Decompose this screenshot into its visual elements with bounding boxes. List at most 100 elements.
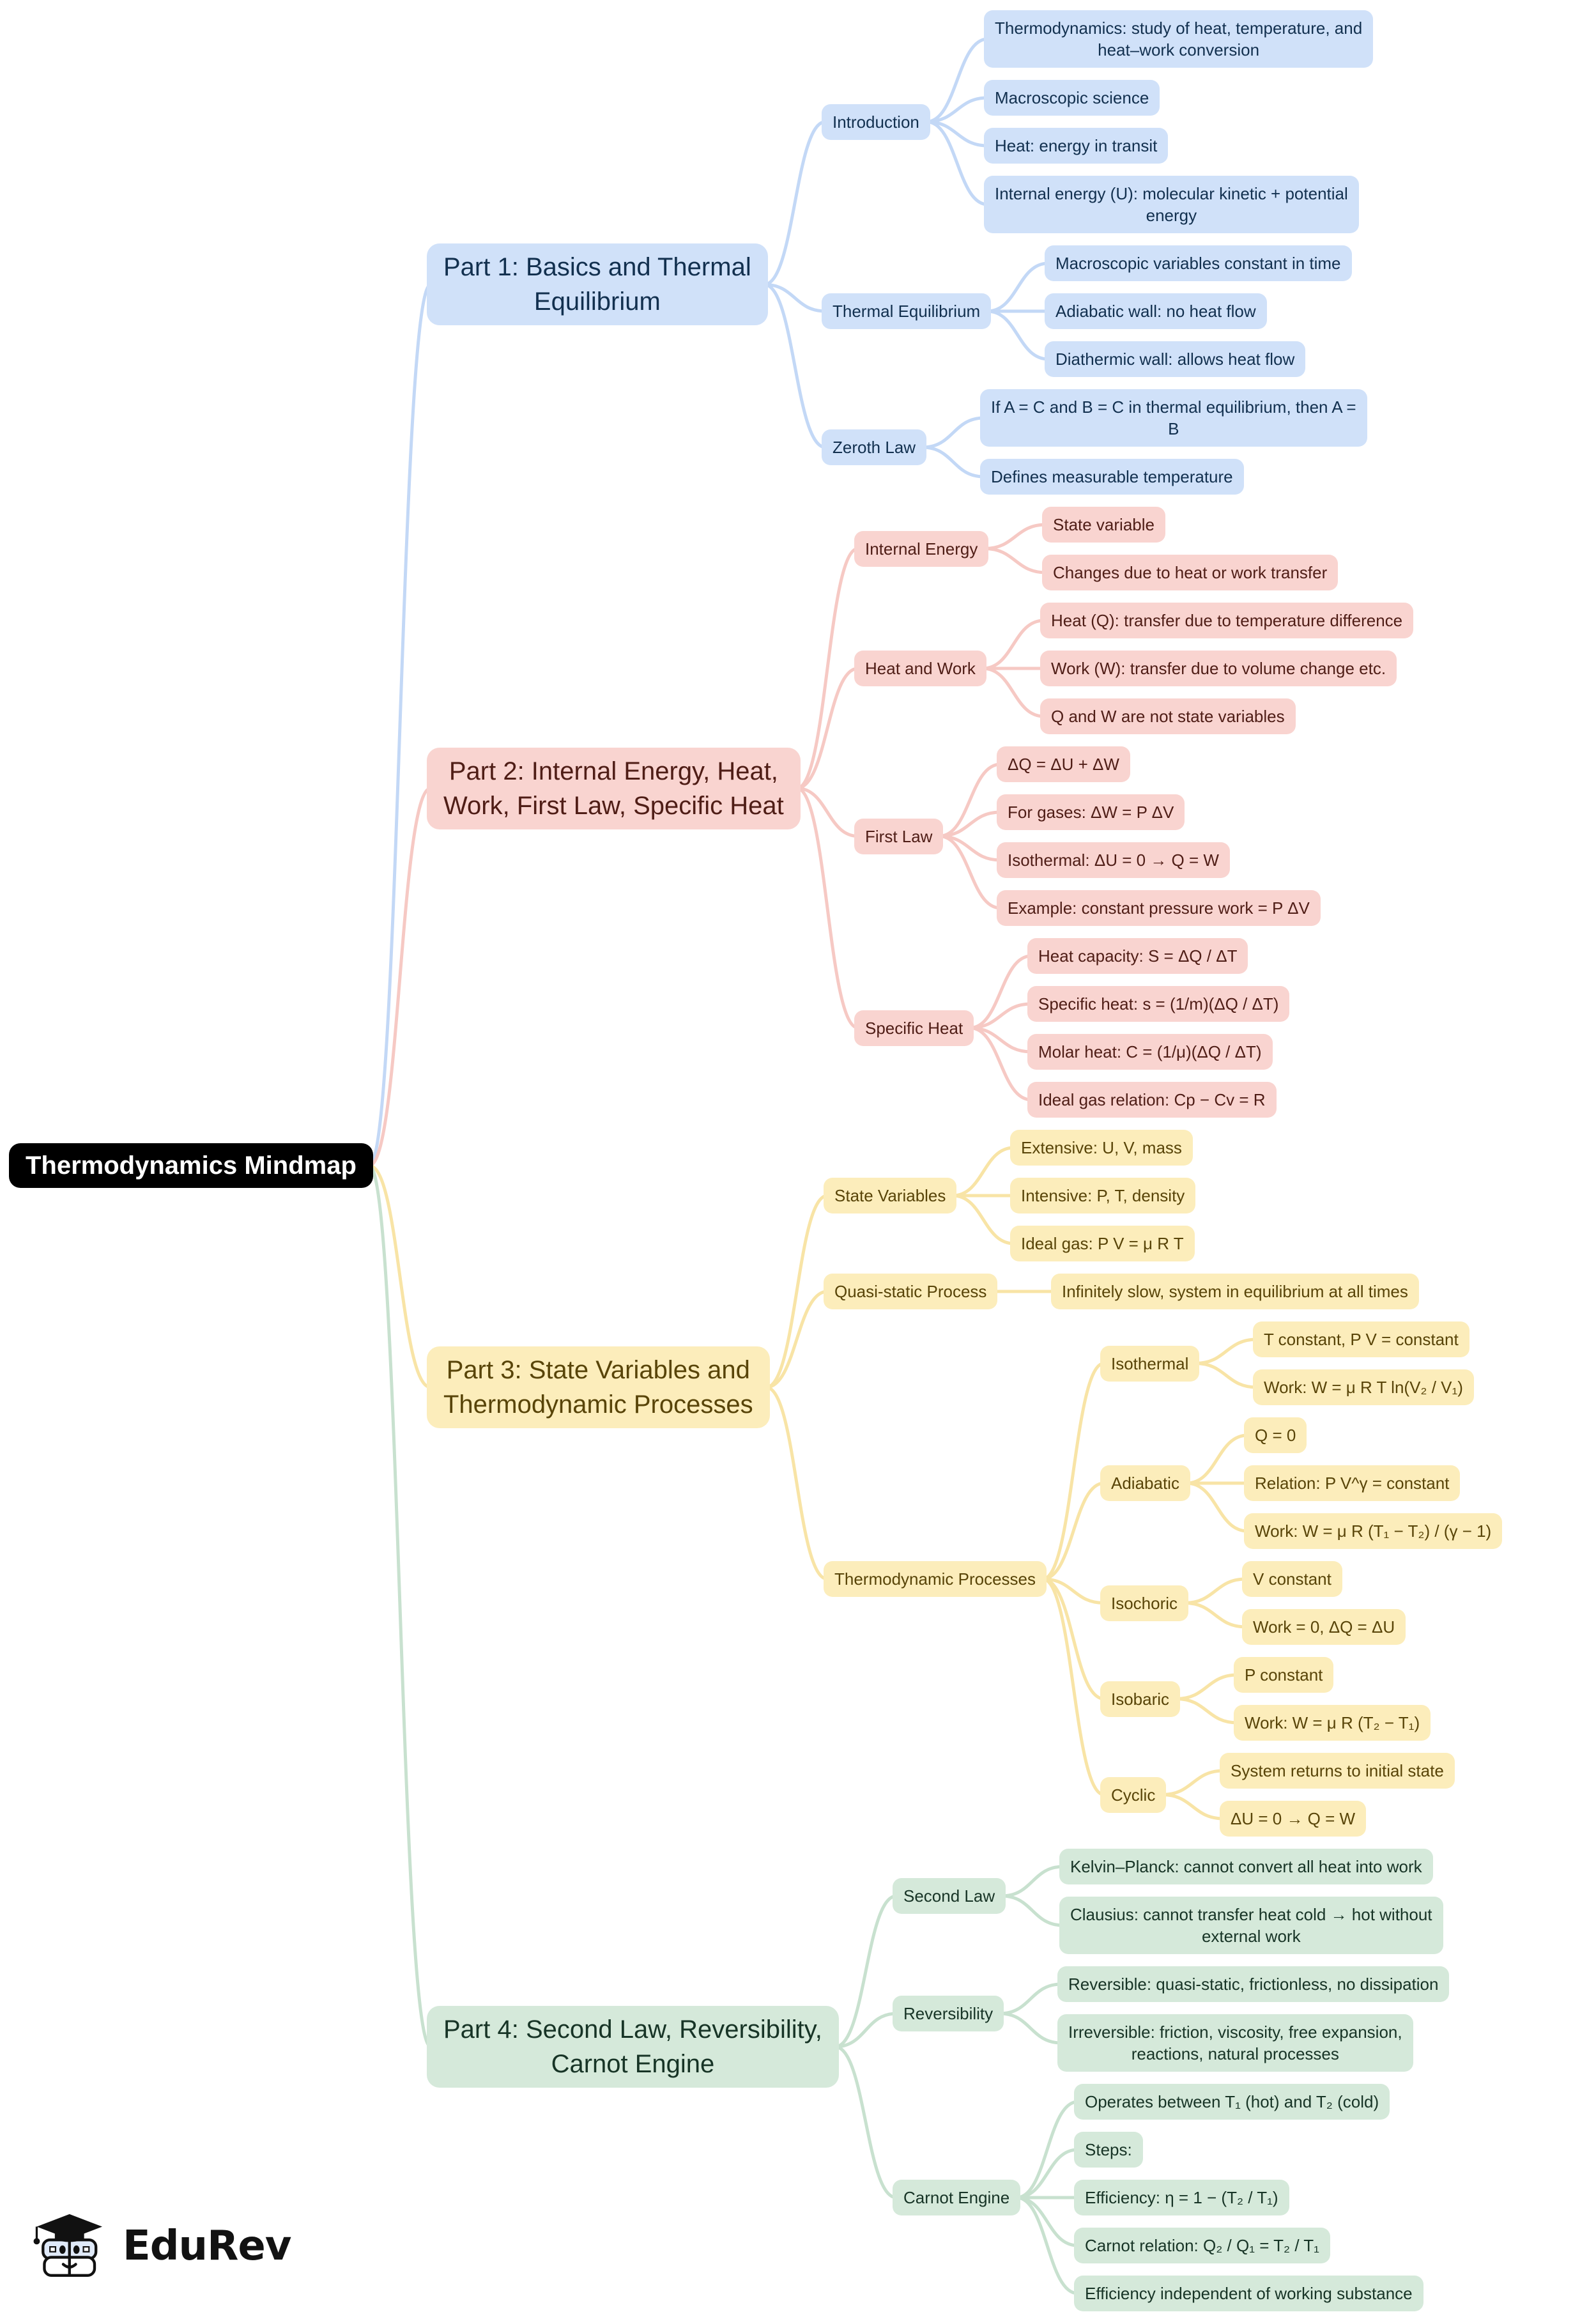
connector: [998, 1982, 1063, 2015]
node-heat-capacity-s-q-t: Heat capacity: S = ΔQ / ΔT: [1027, 938, 1248, 974]
node-for-gases-w-p-v: For gases: ΔW = P ΔV: [997, 794, 1185, 830]
node-work-w-transfer-due-to-volume-change-etc: Work (W): transfer due to volume change …: [1040, 651, 1397, 686]
connector: [795, 666, 860, 790]
node-u-0-q-w: ΔU = 0 → Q = W: [1220, 1801, 1367, 1837]
node-diathermic-wall-allows-heat-flow: Diathermic wall: allows heat flow: [1045, 341, 1306, 377]
node-internal-energy-u-molecular-kinetic-potential-en: Internal energy (U): molecular kinetic +…: [984, 176, 1359, 233]
node-work-w-r-t-t: Work: W = μ R (T₂ − T₁): [1234, 1705, 1431, 1741]
node-part-4-second-law-reversibility-carnot-engine: Part 4: Second Law, Reversibility, Carno…: [427, 2006, 839, 2088]
connector: [795, 787, 860, 838]
connector: [937, 835, 1002, 910]
node-second-law: Second Law: [893, 1878, 1006, 1914]
connector: [951, 1194, 1016, 1245]
node-part-1-basics-and-thermal-equilibrium: Part 1: Basics and Thermal Equilibrium: [427, 243, 768, 325]
connector: [1041, 1577, 1106, 1700]
node-q-0: Q = 0: [1244, 1417, 1307, 1453]
node-part-3-state-variables-and-thermodynamic-process: Part 3: State Variables and Thermodynami…: [427, 1346, 770, 1428]
node-if-a-c-and-b-c-in-thermal-equilibrium-then-a-b: If A = C and B = C in thermal equilibriu…: [980, 389, 1367, 447]
connector: [367, 787, 433, 1167]
connector: [1041, 1577, 1106, 1605]
node-v-constant: V constant: [1242, 1561, 1342, 1597]
node-state-variables: State Variables: [824, 1178, 957, 1213]
connector: [1041, 1481, 1106, 1581]
connector: [968, 954, 1033, 1029]
node-isochoric: Isochoric: [1100, 1585, 1189, 1621]
node-macroscopic-variables-constant-in-time: Macroscopic variables constant in time: [1045, 245, 1352, 281]
connector: [925, 37, 990, 123]
connector: [795, 547, 860, 790]
node-system-returns-to-initial-state: System returns to initial state: [1220, 1753, 1455, 1789]
connector: [968, 1026, 1033, 1102]
node-heat-q-transfer-due-to-temperature-difference: Heat (Q): transfer due to temperature di…: [1040, 603, 1414, 638]
connector: [795, 787, 860, 1029]
connector: [921, 416, 986, 449]
node-intensive-p-t-density: Intensive: P, T, density: [1010, 1178, 1196, 1213]
connector: [762, 120, 827, 286]
node-q-u-w: ΔQ = ΔU + ΔW: [997, 746, 1130, 782]
node-work-w-r-t-ln-v-v: Work: W = μ R T ln(V₂ / V₁): [1253, 1369, 1474, 1405]
node-clausius-cannot-transfer-heat-cold-hot-without-e: Clausius: cannot transfer heat cold → ho…: [1059, 1897, 1443, 1954]
connector: [762, 282, 827, 313]
edurev-brand-text: EduRev: [123, 2223, 291, 2270]
root-node: Thermodynamics Mindmap: [9, 1143, 373, 1188]
connector: [968, 1002, 1033, 1029]
connector: [983, 547, 1048, 574]
node-isothermal: Isothermal: [1100, 1346, 1200, 1382]
node-carnot-engine: Carnot Engine: [893, 2180, 1021, 2215]
node-part-2-internal-energy-heat-work-first-law-speci: Part 2: Internal Energy, Heat, Work, Fir…: [427, 748, 801, 829]
connector: [985, 261, 1050, 313]
node-heat-energy-in-transit: Heat: energy in transit: [984, 128, 1169, 164]
connector: [367, 1164, 433, 1389]
node-isothermal-u-0-q-w: Isothermal: ΔU = 0 → Q = W: [997, 842, 1230, 878]
connector: [1193, 1337, 1259, 1365]
connector: [951, 1146, 1016, 1198]
connector: [1160, 1769, 1225, 1796]
node-defines-measurable-temperature: Defines measurable temperature: [980, 459, 1244, 495]
connector: [1015, 2196, 1080, 2247]
connector: [985, 309, 1050, 361]
node-work-w-r-t-t-1: Work: W = μ R (T₁ − T₂) / (γ − 1): [1244, 1513, 1503, 1549]
connector: [921, 445, 986, 479]
connector: [1015, 2100, 1080, 2200]
node-macroscopic-science: Macroscopic science: [984, 80, 1160, 116]
connector: [1160, 1793, 1225, 1821]
node-cyclic: Cyclic: [1100, 1777, 1167, 1813]
node-extensive-u-v-mass: Extensive: U, V, mass: [1010, 1130, 1193, 1166]
connector: [998, 2012, 1063, 2045]
connector: [937, 810, 1002, 838]
node-molar-heat-c-1-q-t: Molar heat: C = (1/μ)(ΔQ / ΔT): [1027, 1034, 1273, 1070]
node-adiabatic: Adiabatic: [1100, 1465, 1190, 1501]
connector: [833, 2012, 898, 2049]
node-operates-between-t-hot-and-t-cold: Operates between T₁ (hot) and T₂ (cold): [1074, 2084, 1390, 2120]
connector: [983, 523, 1048, 550]
connector: [367, 1164, 433, 2049]
connector: [925, 120, 990, 206]
node-internal-energy: Internal Energy: [854, 531, 989, 567]
connector: [1000, 1894, 1065, 1927]
connector: [1185, 1481, 1250, 1533]
node-zeroth-law: Zeroth Law: [822, 429, 927, 465]
connector: [981, 619, 1046, 670]
connector: [1041, 1577, 1106, 1796]
connector: [925, 120, 990, 148]
node-kelvin-planck-cannot-convert-all-heat-into-work: Kelvin–Planck: cannot convert all heat i…: [1059, 1849, 1433, 1884]
node-specific-heat-s-1-m-q-t: Specific heat: s = (1/m)(ΔQ / ΔT): [1027, 986, 1290, 1022]
node-specific-heat: Specific Heat: [854, 1010, 974, 1046]
node-efficiency-1-t-t: Efficiency: η = 1 − (T₂ / T₁): [1074, 2180, 1289, 2215]
node-p-constant: P constant: [1234, 1657, 1334, 1693]
connector: [1193, 1362, 1259, 1389]
edurev-mascot-icon: [33, 2214, 102, 2277]
node-efficiency-independent-of-working-substance: Efficiency independent of working substa…: [1074, 2276, 1423, 2311]
node-first-law: First Law: [854, 819, 944, 854]
connector: [833, 2045, 898, 2200]
connector: [981, 666, 1046, 718]
node-thermal-equilibrium: Thermal Equilibrium: [822, 293, 992, 329]
node-example-constant-pressure-work-p-v: Example: constant pressure work = P ΔV: [997, 890, 1321, 926]
connector: [925, 96, 990, 123]
node-q-and-w-are-not-state-variables: Q and W are not state variables: [1040, 698, 1296, 734]
connector: [1174, 1697, 1239, 1725]
connector: [1015, 2196, 1080, 2295]
node-changes-due-to-heat-or-work-transfer: Changes due to heat or work transfer: [1042, 555, 1339, 590]
